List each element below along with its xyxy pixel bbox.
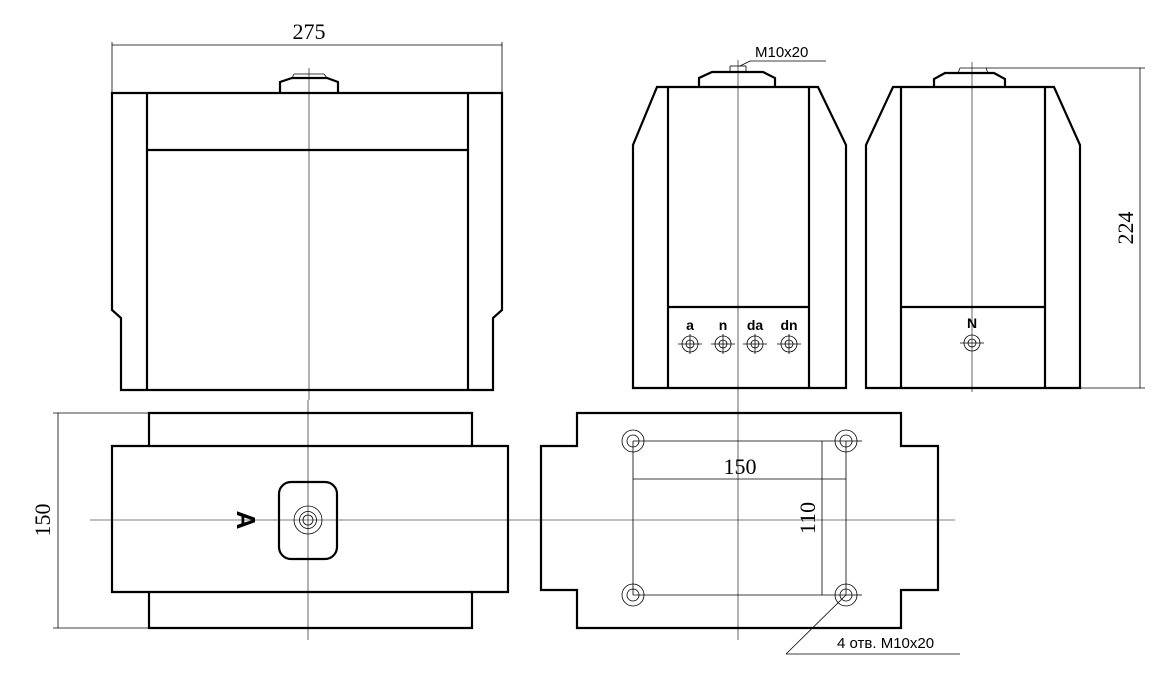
terminal-stud-N [960, 334, 984, 352]
back-view: N 224 [864, 62, 1145, 392]
base-view: 150 110 4 отв. M10x20 [530, 411, 960, 655]
terminal-stud-da [743, 334, 767, 354]
front-top-boss [278, 76, 340, 93]
side-top-boss [697, 70, 777, 87]
hole-spacing-y: 110 [795, 502, 820, 534]
back-view-outline [864, 85, 1082, 390]
terminal-label-N: N [967, 315, 977, 331]
terminal-stud-a [678, 334, 702, 354]
top-thread-label: M10x20 [755, 44, 808, 61]
depth-dimension: 150 [30, 504, 55, 537]
mount-hole-leader [785, 594, 847, 655]
terminal-label-da: da [747, 317, 764, 333]
base-view-outline [539, 411, 940, 630]
side-view-outline [631, 85, 848, 390]
width-dimension: 275 [293, 19, 326, 44]
back-top-boss [932, 71, 1007, 87]
side-view: M10x20 a n da dn [631, 44, 848, 640]
hole-spacing-x: 150 [724, 454, 757, 479]
top-view: A 150 [30, 400, 530, 640]
front-view: 275 [110, 19, 504, 400]
height-dimension: 224 [1113, 212, 1138, 245]
terminal-label-a: a [686, 317, 694, 333]
terminal-label-n: n [719, 317, 728, 333]
view-letter: A [231, 511, 261, 530]
terminal-stud-dn [777, 334, 801, 354]
terminal-stud-n [711, 334, 735, 354]
front-view-outline [110, 91, 504, 392]
mount-hole-label: 4 отв. M10x20 [837, 635, 934, 652]
terminal-label-dn: dn [780, 317, 797, 333]
